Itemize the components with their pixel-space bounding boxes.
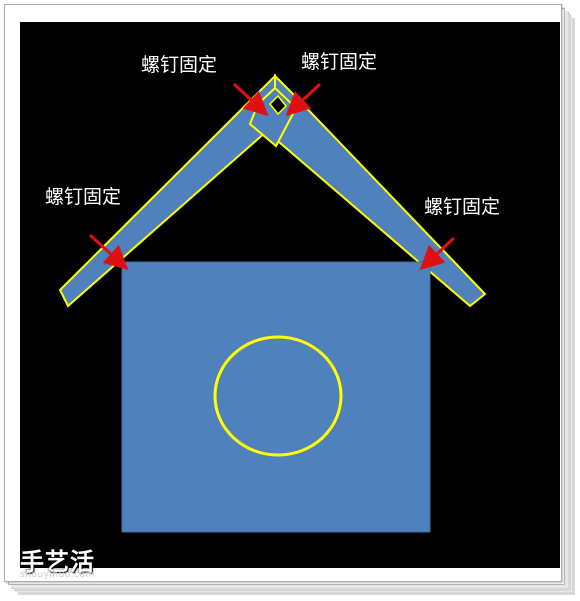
watermark-url: shouyihuo.com — [20, 570, 95, 580]
label-screw-right: 螺钉固定 — [424, 196, 500, 218]
arrow-top-left — [232, 82, 269, 117]
label-screw-left: 螺钉固定 — [45, 186, 121, 208]
label-screw-top-left: 螺钉固定 — [141, 54, 217, 76]
watermark-logo: 手艺活 — [20, 548, 95, 576]
arrow-left — [88, 233, 129, 271]
arrow-top-right — [285, 82, 322, 117]
arrow-right — [419, 236, 456, 271]
label-screw-top-right: 螺钉固定 — [301, 51, 377, 73]
entrance-hole — [213, 335, 343, 457]
house-front-wall — [121, 261, 431, 533]
